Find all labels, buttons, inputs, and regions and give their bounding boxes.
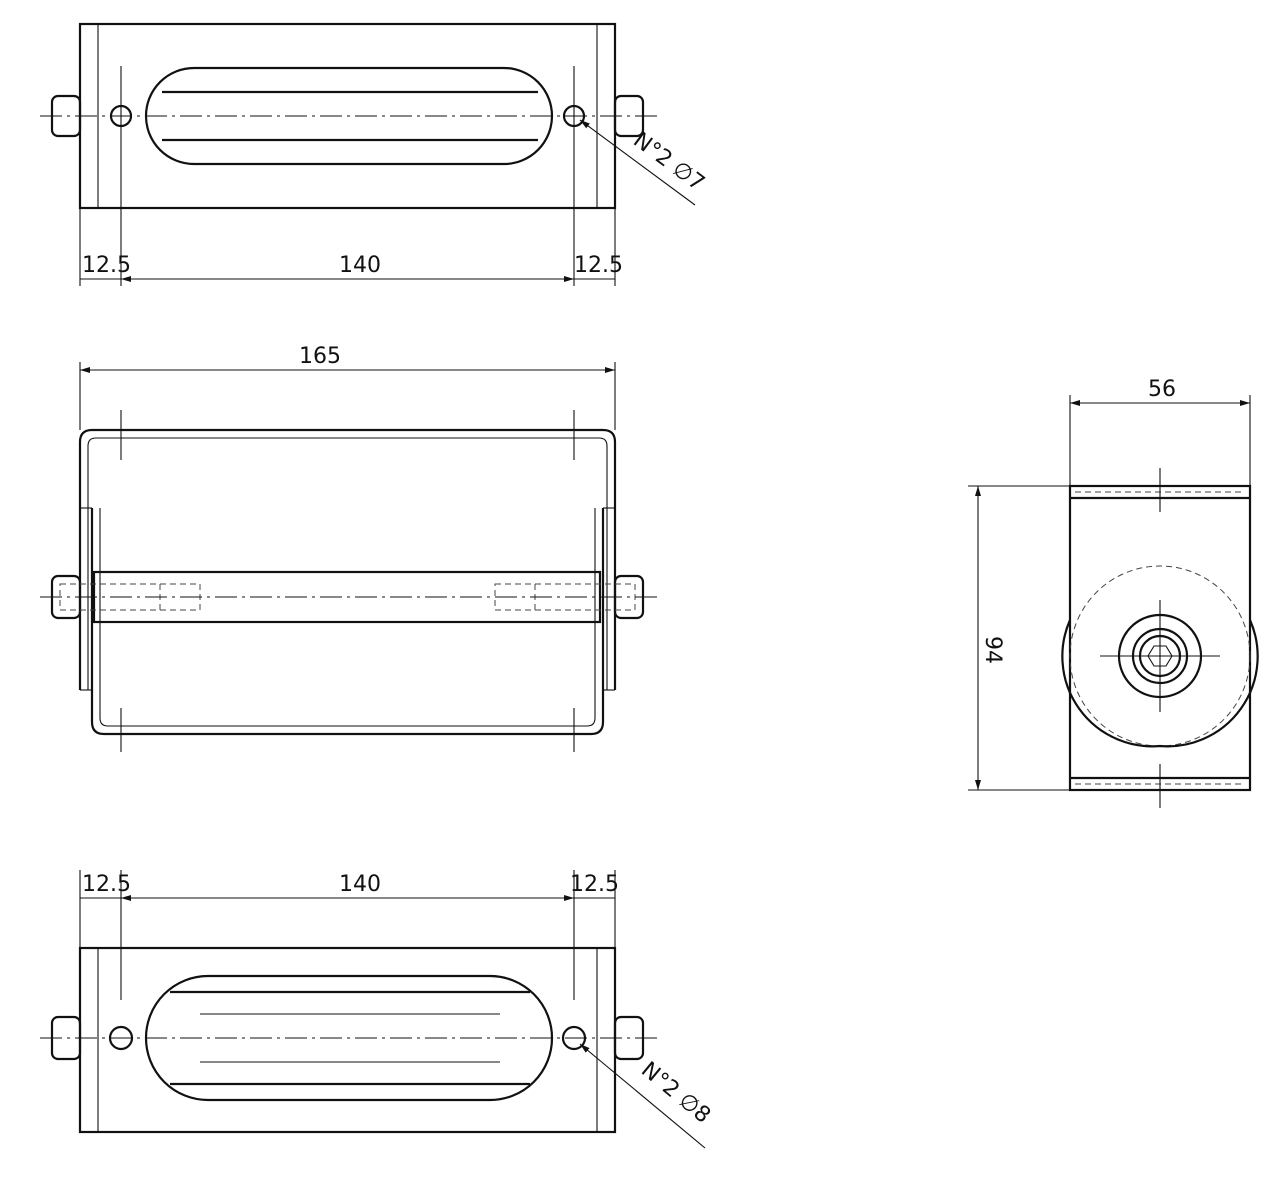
top-dim-span: 140 [339,253,381,278]
side-view: 56 94 [968,377,1259,808]
bottom-dim-span: 140 [339,872,381,897]
front-dim-width: 165 [299,344,341,369]
bottom-dim-left: 12.5 [82,872,131,897]
bottom-hole-callout: N°2 ∅8 [636,1057,715,1128]
bottom-view: 12.5 140 12.5 N°2 ∅8 [40,870,715,1149]
side-view-roller [1061,619,1259,748]
side-dim-height: 94 [980,636,1005,664]
top-dim-right: 12.5 [574,253,623,278]
top-view: 12.5 140 12.5 N°2 ∅7 [40,22,709,286]
front-view: 165 [40,344,660,752]
front-view-bracket [78,428,617,690]
top-hole-leader [579,119,696,206]
top-dim-left: 12.5 [82,253,131,278]
bottom-hole-leader [579,1043,706,1149]
bottom-dim-right: 12.5 [570,872,619,897]
side-dim-width: 56 [1148,377,1176,402]
